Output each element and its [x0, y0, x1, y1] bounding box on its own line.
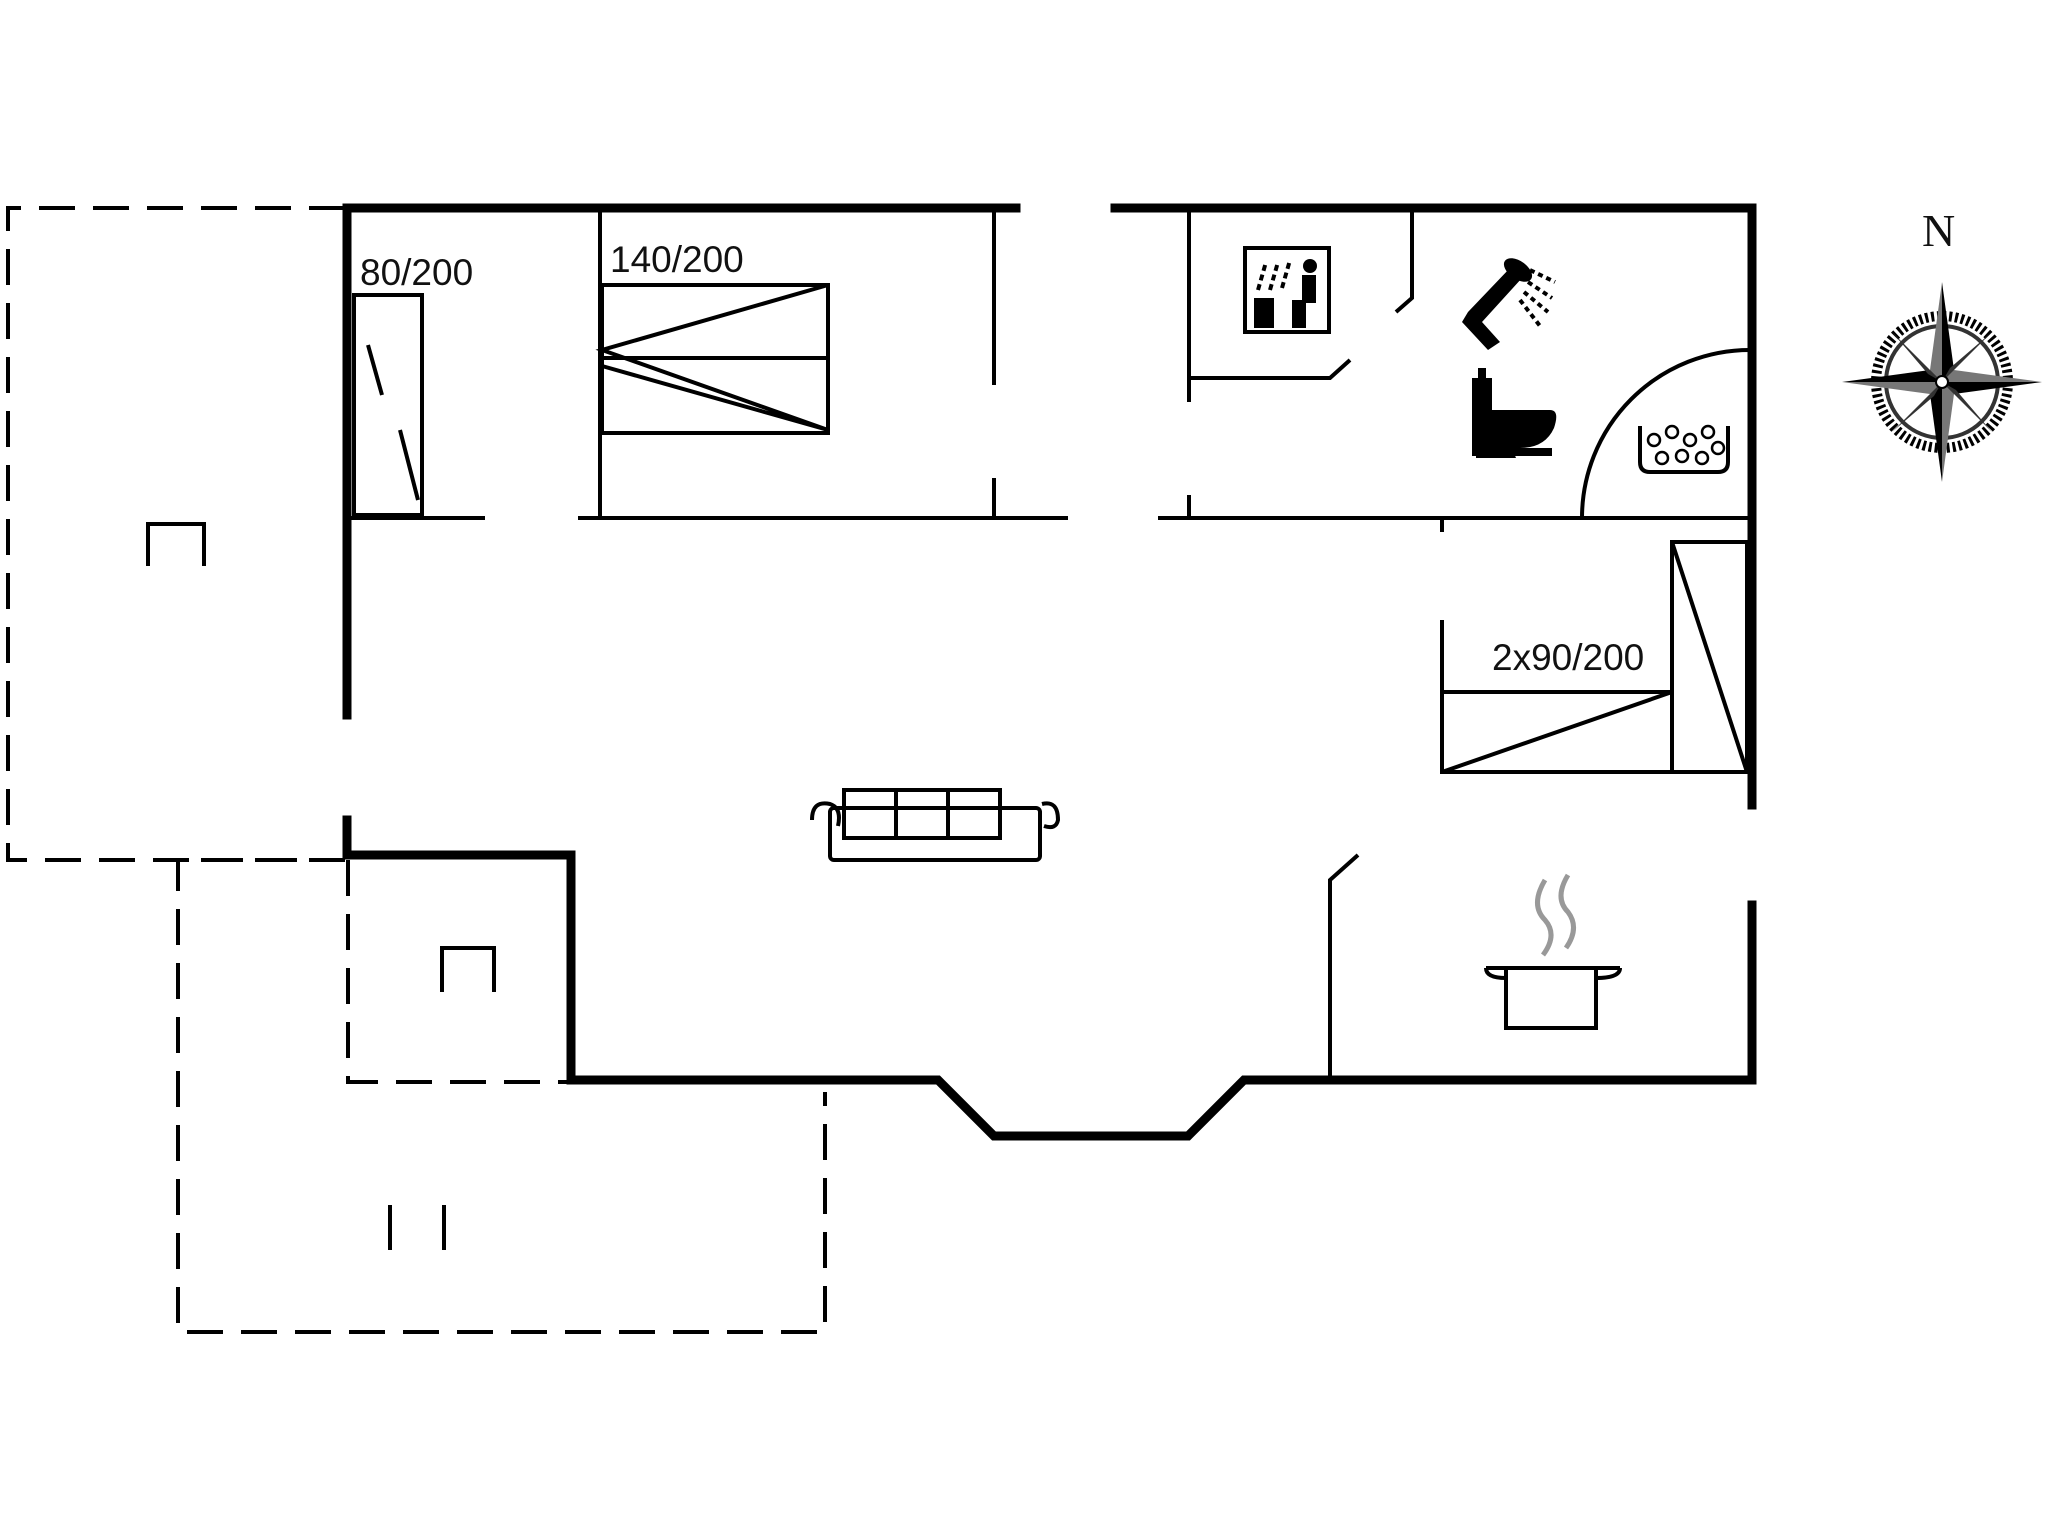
bed-single	[352, 293, 424, 517]
bed-twin	[1440, 540, 1749, 774]
wall-sauna-south	[1189, 358, 1352, 380]
wall-kitchen-west	[1328, 853, 1360, 1080]
sofa-icon	[810, 788, 1061, 862]
terraces	[6, 206, 827, 1334]
whirlpool-arc	[1580, 348, 1751, 519]
bed-single-label: 80/200	[360, 252, 473, 293]
compass-rose-icon	[1842, 282, 2042, 482]
chair-icon	[388, 1205, 446, 1250]
chair-icon	[440, 946, 496, 992]
terrace-southwest	[176, 858, 827, 1334]
wall-west-lower	[342, 815, 576, 1085]
terrace-west	[6, 206, 345, 862]
bed-double	[595, 283, 830, 435]
whirlpool-icon	[1638, 424, 1730, 474]
cooking-pot-icon	[1484, 873, 1622, 1030]
compass-north-label: N	[1922, 205, 1955, 256]
bed-twin-label: 2x90/200	[1492, 637, 1644, 678]
wall-north-east	[1110, 203, 1757, 810]
terrace-inner	[346, 860, 568, 1084]
bed-double-label: 140/200	[610, 239, 744, 280]
wall-south	[566, 1075, 1757, 1141]
wall-sauna-east	[1394, 208, 1414, 314]
chair-icon	[146, 522, 206, 566]
shower-icon	[1462, 258, 1556, 350]
toilet-icon	[1472, 368, 1557, 458]
sauna-icon	[1243, 246, 1331, 334]
